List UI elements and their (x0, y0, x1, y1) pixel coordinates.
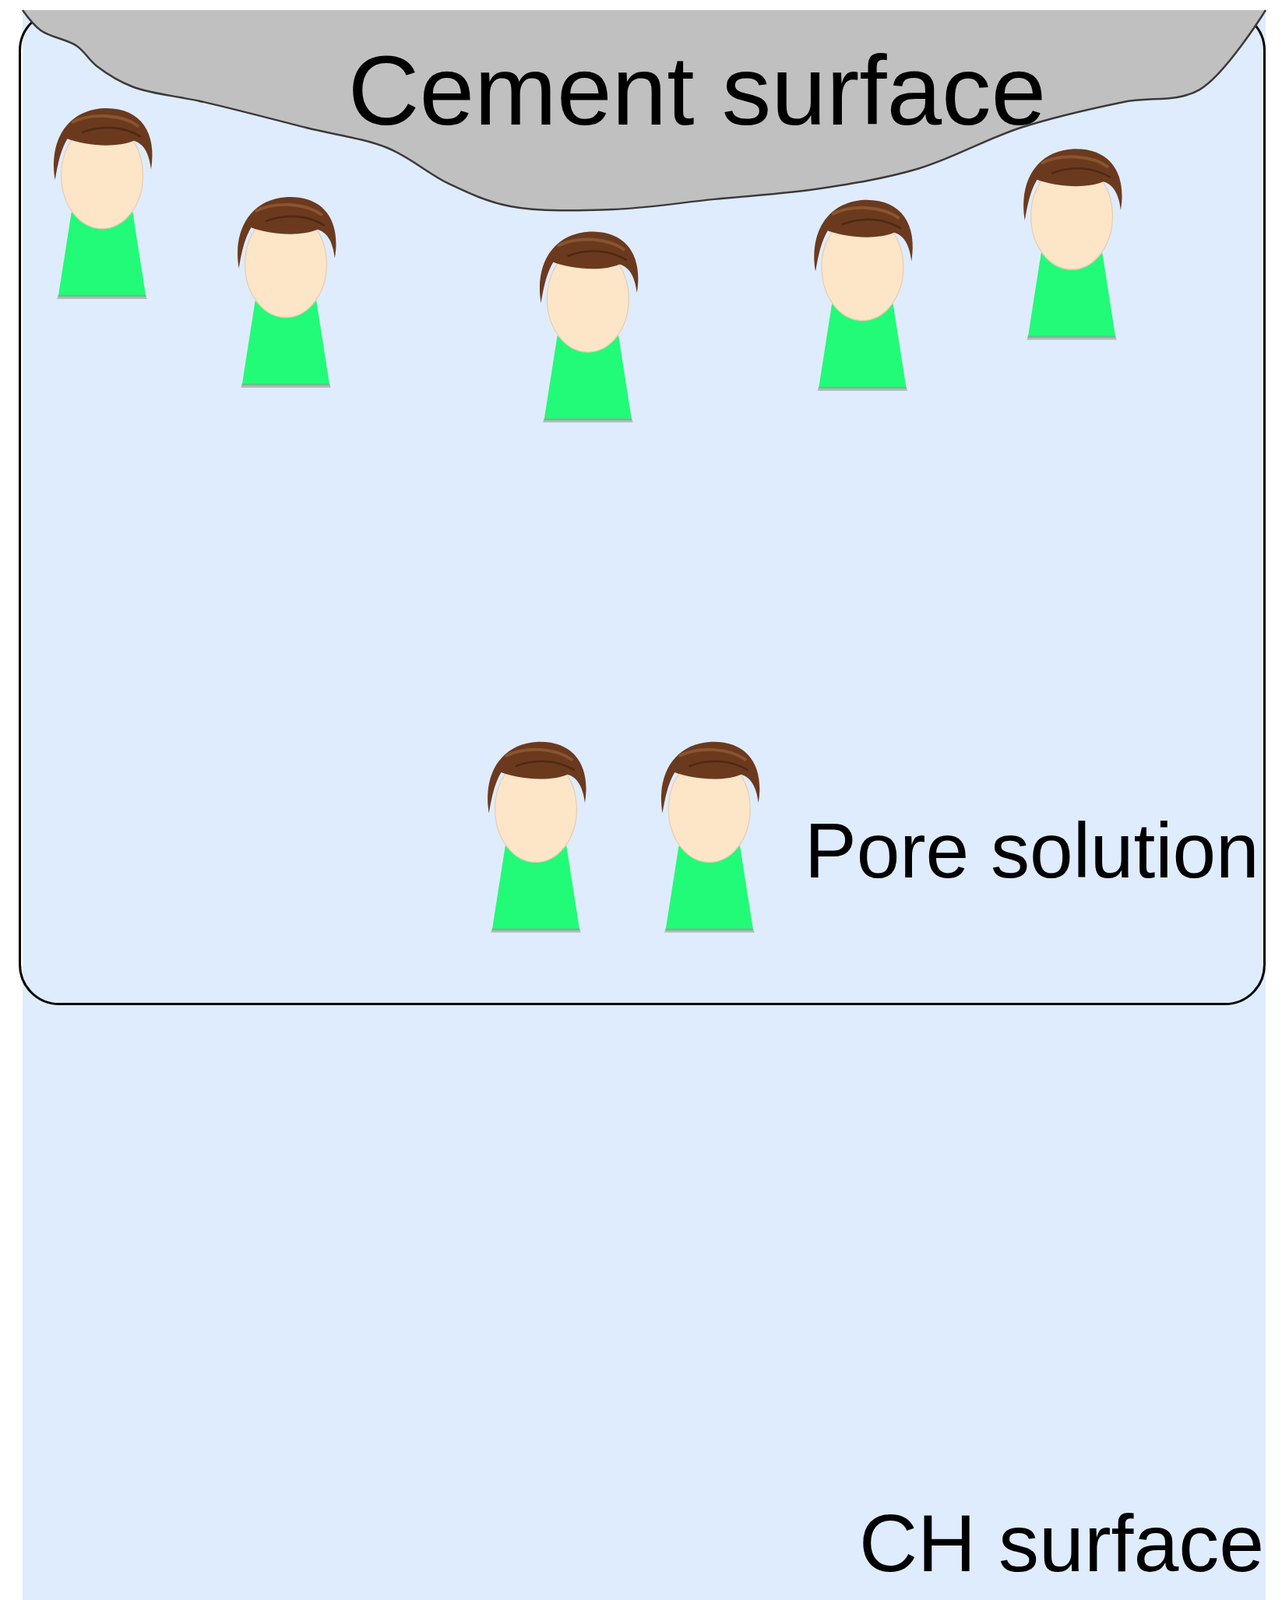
cement-outline (22, 10, 1266, 211)
ch-band: Cement surfacePore solution CH surface (22, 10, 1266, 1600)
person-icon (487, 742, 586, 934)
node-label: CH surface (859, 1503, 1265, 1585)
person-icon (539, 231, 638, 423)
person-icon (237, 197, 336, 388)
node-label: Pore solution (804, 811, 1260, 890)
cement-fill (22, 10, 1266, 211)
node-label: Cement surface (348, 41, 1047, 141)
person-icon (1023, 148, 1122, 340)
person-icon (661, 742, 760, 934)
pore-solution-box: Cement surfacePore solution (18, 10, 1266, 1006)
person-icon (53, 108, 152, 300)
cement-surface: Cement surface (22, 10, 1266, 210)
person-icon (813, 200, 913, 391)
